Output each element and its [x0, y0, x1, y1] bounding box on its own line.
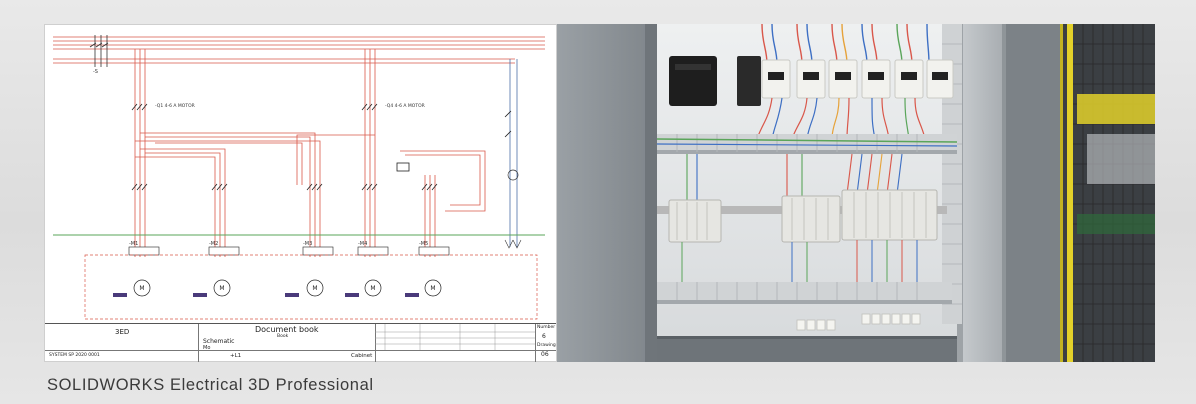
motor-label-2: -M2: [209, 241, 218, 247]
location-label: +L1: [230, 353, 242, 359]
svg-text:M: M: [430, 285, 435, 292]
motor-label-4: -M4: [358, 241, 367, 247]
motor-label-5: -M5: [419, 241, 428, 247]
number-value: 6: [542, 333, 546, 340]
cabinet-label: Cabinet: [351, 353, 373, 359]
motor-label-3: -M3: [303, 241, 312, 247]
drawing-value: 06: [541, 351, 549, 358]
title-block: 3ED Document book Book Schematic Mo SYST…: [45, 323, 556, 362]
number-label: Number: [537, 325, 556, 330]
system-code: SYSTEM SP 2020 0001: [49, 353, 100, 358]
cabinet-3d-render: [557, 24, 1155, 362]
electrical-schematic: -S: [44, 24, 557, 362]
svg-text:M: M: [219, 285, 224, 292]
svg-text:M: M: [370, 285, 375, 292]
product-caption: SOLIDWORKS Electrical 3D Professional: [47, 376, 374, 394]
document-title: Document book: [255, 325, 319, 334]
schematic-value: Mo: [203, 345, 211, 351]
svg-text:M: M: [139, 285, 144, 292]
schematic-label: Schematic: [203, 338, 235, 345]
cabinet-illustration: [557, 24, 1155, 362]
feed-label-q1: -Q1 4-6 A MOTOR: [155, 103, 195, 109]
revision-table: [375, 324, 535, 350]
svg-text:-S: -S: [93, 69, 98, 75]
svg-text:M: M: [312, 285, 317, 292]
drawing-label: Drawing: [537, 343, 556, 348]
feed-label-q4: -Q4 4-6 A MOTOR: [385, 103, 425, 109]
document-subtitle: Book: [277, 334, 289, 339]
motor-label-1: -M1: [129, 241, 138, 247]
schematic-drawing: -S: [53, 35, 545, 320]
project-name: 3ED: [115, 328, 130, 336]
